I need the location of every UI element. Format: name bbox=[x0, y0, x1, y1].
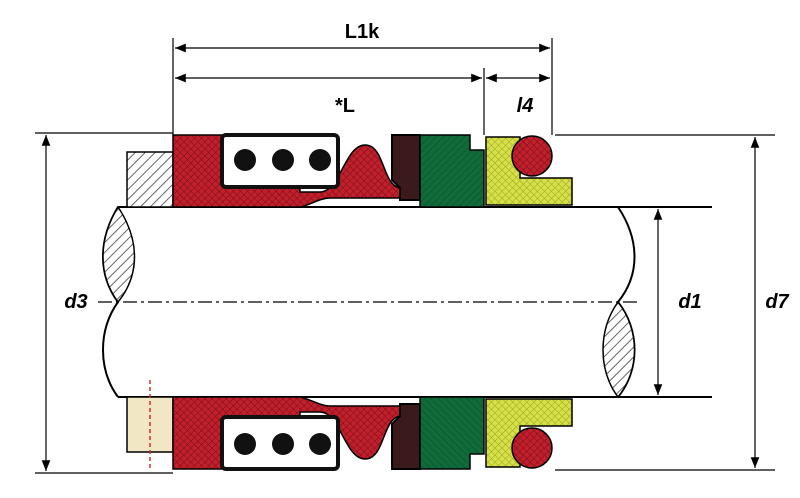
spring-coil-icon bbox=[234, 433, 256, 455]
label-l1k: L1k bbox=[345, 21, 380, 43]
o-ring-lower bbox=[511, 427, 553, 469]
stationary-seat-lower bbox=[485, 398, 573, 468]
stationary-seat-upper bbox=[485, 136, 573, 206]
dimensions bbox=[35, 38, 775, 474]
shaft bbox=[98, 205, 712, 399]
o-ring-upper bbox=[511, 135, 553, 177]
spring-coil-icon bbox=[272, 433, 294, 455]
seal-face-lower bbox=[419, 396, 485, 470]
spring-coil-icon bbox=[234, 149, 256, 171]
seal-upper-half bbox=[126, 133, 573, 208]
spring-coil-icon bbox=[309, 149, 331, 171]
spring-coil-icon bbox=[309, 433, 331, 455]
label-l: *L bbox=[335, 95, 355, 117]
seal-lower-half bbox=[126, 396, 573, 471]
spring-coil-icon bbox=[272, 149, 294, 171]
label-d3: d3 bbox=[64, 291, 87, 313]
label-d1: d1 bbox=[678, 291, 701, 313]
label-l4: l4 bbox=[517, 95, 534, 117]
label-d7: d7 bbox=[765, 291, 789, 313]
collar-upper bbox=[126, 151, 174, 208]
seal-face-upper bbox=[419, 134, 485, 208]
